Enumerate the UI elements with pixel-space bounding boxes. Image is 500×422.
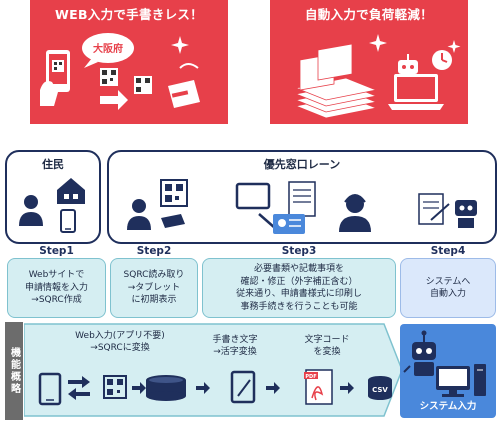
priority-window-title: 優先窓口レーン <box>263 158 341 171</box>
swap-arrows-icon <box>68 376 90 400</box>
priority-window-box: 優先窓口レーン <box>107 150 497 244</box>
step2-line: →タブレット <box>127 282 181 293</box>
qr-code-icon <box>160 179 188 207</box>
web-input-line: →SQRCに変換 <box>90 343 150 353</box>
banner-left-illustration: 大阪府 <box>40 33 200 110</box>
step3-label: Step3 <box>281 245 317 257</box>
tablet-pen-icon <box>230 370 256 404</box>
pdf-file-icon: PDF <box>304 369 333 405</box>
handwriting-line: →活字変換 <box>213 347 257 357</box>
function-overview-label: 機能概略 <box>5 322 23 420</box>
house-icon <box>57 178 85 204</box>
sparkle-icon <box>369 34 387 52</box>
desktop-computer-icon <box>436 364 486 397</box>
step2-line: SQRC読み取り <box>123 270 185 281</box>
system-input-label: システム入力 <box>419 401 477 412</box>
handwriting-text: 手書き文字 →活字変換 <box>200 334 270 358</box>
arrow-right-icon <box>340 382 354 394</box>
priority-window-illustration <box>127 179 477 234</box>
operator-icon <box>339 194 371 232</box>
step1-line: Webサイトで <box>28 270 85 281</box>
card-reader-icon <box>161 214 185 228</box>
banner-web-input: WEB入力で手書きレス！ 大阪府 <box>30 0 228 124</box>
web-input-text: Web入力(アプリ不要) →SQRCに変換 <box>50 330 190 354</box>
laptop-icon <box>388 74 444 110</box>
arrow-right-icon <box>132 382 146 394</box>
step3-line: 確認・修正（外字補正含む） <box>240 276 358 287</box>
system-input-illustration <box>403 330 486 397</box>
svg-text:PDF: PDF <box>305 374 316 380</box>
paper-stack-icon <box>294 43 378 119</box>
banner-auto-input: 自動入力で負荷軽減！ <box>270 0 468 124</box>
resident-box: 住民 <box>5 150 101 244</box>
document-icon <box>418 193 450 225</box>
char-code-line: を変換 <box>313 347 341 357</box>
sparkle-icon <box>447 40 461 53</box>
tablet-icon <box>38 372 62 406</box>
database-icon <box>146 375 186 401</box>
resident-title: 住民 <box>42 158 64 171</box>
step4-box: システムへ 自動入力 <box>400 258 496 318</box>
tablet-icon <box>235 182 276 229</box>
card-reader-icon <box>168 63 200 108</box>
step2-box: SQRC読み取り →タブレット に初期表示 <box>110 258 198 318</box>
csv-file-icon: CSV <box>368 376 392 400</box>
banner-right-title: 自動入力で負荷軽減！ <box>304 7 433 22</box>
smartphone-icon <box>40 50 70 106</box>
system-input-box: システム入力 <box>400 324 496 418</box>
person-icon <box>19 195 43 226</box>
handwriting-line: 手書き文字 <box>212 335 258 345</box>
robot-icon <box>455 200 477 228</box>
speech-bubble-icon: 大阪府 <box>82 33 134 68</box>
web-input-line: Web入力(アプリ不要) <box>75 331 165 341</box>
arrow-right-icon <box>100 90 128 110</box>
robot-icon <box>403 330 436 376</box>
step3-line: 事務手続きを行うことも可能 <box>240 301 358 312</box>
svg-text:大阪府: 大阪府 <box>93 42 123 55</box>
step1-box: Webサイトで 申請情報を入力 →SQRC作成 <box>7 258 106 318</box>
smartphone-icon <box>60 209 76 233</box>
robot-icon <box>398 54 418 74</box>
step3-box: 必要書類や記載事項を 確認・修正（外字補正含む） 従来通り、申請書様式に印刷し … <box>202 258 396 318</box>
id-card-icon <box>273 214 305 234</box>
svg-text:CSV: CSV <box>372 386 388 394</box>
step3-line: 従来通り、申請書様式に印刷し <box>236 289 362 299</box>
banner-right-illustration <box>294 34 461 119</box>
step1-line: →SQRC作成 <box>31 295 82 306</box>
qr-code-icon <box>134 76 152 94</box>
clock-icon <box>432 50 452 70</box>
person-icon <box>127 199 151 230</box>
qr-code-icon <box>100 68 118 86</box>
arrow-right-icon <box>196 382 210 394</box>
step4-line: 自動入力 <box>429 289 466 299</box>
char-code-text: 文字コード を変換 <box>292 334 362 358</box>
step4-line: システムへ <box>425 276 471 287</box>
banner-left-title: WEB入力で手書きレス！ <box>55 7 203 22</box>
step2-line: に初期表示 <box>131 295 177 306</box>
qr-code-icon <box>103 375 127 399</box>
step3-line: 必要書類や記載事項を <box>253 264 344 274</box>
sparkle-icon <box>171 36 189 54</box>
step1-label: Step1 <box>39 245 74 257</box>
step1-line: 申請情報を入力 <box>24 282 88 293</box>
step4-label: Step4 <box>430 245 466 257</box>
step2-label: Step2 <box>136 245 172 257</box>
char-code-line: 文字コード <box>304 335 350 345</box>
arrow-right-icon <box>266 382 280 394</box>
resident-illustration <box>19 178 85 233</box>
